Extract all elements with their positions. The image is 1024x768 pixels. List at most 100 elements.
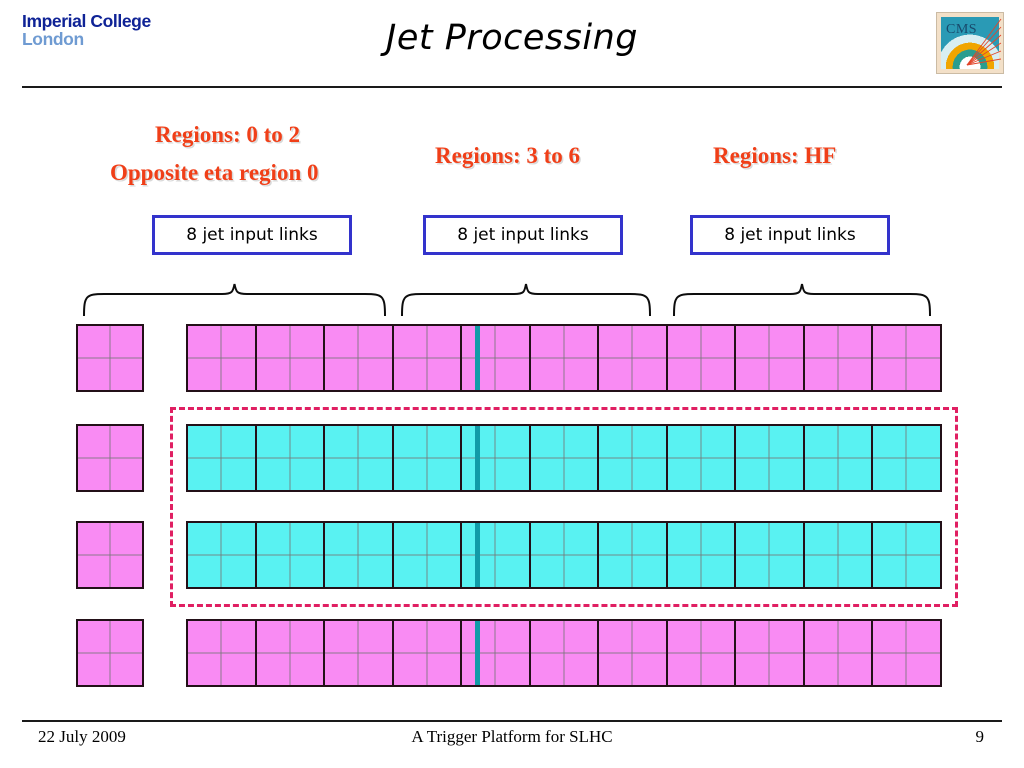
matrix-block bbox=[528, 521, 599, 589]
page-title: Jet Processing bbox=[386, 18, 638, 58]
cell-horizontal-gridline bbox=[736, 554, 803, 556]
teal-vertical-line bbox=[475, 326, 480, 390]
matrix-lead-block-3 bbox=[76, 521, 144, 589]
cell-horizontal-gridline bbox=[873, 357, 940, 359]
cell-horizontal-gridline bbox=[804, 652, 871, 654]
cell-vertical-gridline bbox=[288, 426, 291, 490]
link-box-label: 8 jet input links bbox=[724, 225, 856, 245]
cell-vertical-gridline bbox=[699, 426, 702, 490]
matrix-block bbox=[597, 521, 668, 589]
cell-vertical-gridline bbox=[836, 523, 839, 587]
cell-horizontal-gridline bbox=[325, 652, 392, 654]
cell-vertical-gridline bbox=[494, 523, 497, 587]
cell-vertical-gridline bbox=[494, 326, 497, 390]
cell-horizontal-gridline bbox=[804, 554, 871, 556]
matrix-block bbox=[597, 619, 668, 687]
matrix-block bbox=[460, 619, 531, 687]
matrix-block bbox=[186, 324, 257, 392]
cell-horizontal-gridline bbox=[256, 652, 323, 654]
cell-horizontal-gridline bbox=[462, 457, 529, 459]
matrix-block bbox=[871, 324, 942, 392]
cell-vertical-gridline bbox=[836, 426, 839, 490]
cell-vertical-gridline bbox=[494, 621, 497, 685]
cms-logo-rays bbox=[966, 18, 1002, 66]
cell-vertical-gridline bbox=[836, 326, 839, 390]
cell-vertical-gridline bbox=[357, 523, 360, 587]
cell-horizontal-gridline bbox=[393, 357, 460, 359]
cell-vertical-gridline bbox=[288, 523, 291, 587]
cell-horizontal-gridline bbox=[599, 652, 666, 654]
cell-vertical-gridline bbox=[109, 326, 111, 390]
cell-vertical-gridline bbox=[562, 621, 565, 685]
cell-horizontal-gridline bbox=[804, 357, 871, 359]
cell-vertical-gridline bbox=[109, 621, 111, 685]
cell-horizontal-gridline bbox=[530, 357, 597, 359]
brace-group-3-to-6 bbox=[401, 283, 651, 317]
footer-title: A Trigger Platform for SLHC bbox=[411, 727, 613, 746]
cell-vertical-gridline bbox=[220, 621, 223, 685]
cell-horizontal-gridline bbox=[325, 457, 392, 459]
cell-horizontal-gridline bbox=[256, 554, 323, 556]
cell-horizontal-gridline bbox=[256, 457, 323, 459]
header-divider bbox=[22, 86, 1002, 88]
link-box-group-3-to-6[interactable]: 8 jet input links bbox=[423, 215, 623, 255]
highlight-dashed-region bbox=[170, 407, 958, 607]
cell-horizontal-gridline bbox=[736, 457, 803, 459]
teal-vertical-line bbox=[475, 621, 480, 685]
matrix-block bbox=[734, 521, 805, 589]
matrix-block bbox=[254, 324, 325, 392]
matrix-block bbox=[528, 619, 599, 687]
matrix-block bbox=[802, 424, 873, 492]
imperial-college-line2: London bbox=[22, 29, 84, 50]
footer-page-number: 9 bbox=[975, 727, 985, 746]
cell-horizontal-gridline bbox=[804, 457, 871, 459]
matrix-block bbox=[186, 619, 257, 687]
cell-vertical-gridline bbox=[357, 326, 360, 390]
cell-horizontal-gridline bbox=[256, 357, 323, 359]
cell-vertical-gridline bbox=[631, 326, 634, 390]
cell-horizontal-gridline bbox=[736, 652, 803, 654]
matrix-block bbox=[391, 324, 462, 392]
matrix-block bbox=[802, 324, 873, 392]
matrix-block bbox=[391, 619, 462, 687]
cell-horizontal-gridline bbox=[599, 457, 666, 459]
link-box-label: 8 jet input links bbox=[186, 225, 318, 245]
cell-horizontal-gridline bbox=[393, 457, 460, 459]
cell-horizontal-gridline bbox=[393, 554, 460, 556]
cell-horizontal-gridline bbox=[873, 554, 940, 556]
cell-vertical-gridline bbox=[905, 621, 908, 685]
cell-vertical-gridline bbox=[905, 523, 908, 587]
cell-horizontal-gridline bbox=[530, 554, 597, 556]
link-box-group-0-to-2[interactable]: 8 jet input links bbox=[152, 215, 352, 255]
cell-horizontal-gridline bbox=[393, 652, 460, 654]
cell-vertical-gridline bbox=[768, 326, 771, 390]
cell-vertical-gridline bbox=[288, 621, 291, 685]
cell-horizontal-gridline bbox=[188, 652, 255, 654]
matrix-block bbox=[871, 521, 942, 589]
imperial-college-line1: Imperial College bbox=[22, 11, 151, 31]
cell-horizontal-gridline bbox=[325, 357, 392, 359]
matrix-block bbox=[528, 324, 599, 392]
link-box-group-hf[interactable]: 8 jet input links bbox=[690, 215, 890, 255]
cell-vertical-gridline bbox=[699, 326, 702, 390]
matrix-block bbox=[323, 324, 394, 392]
cell-horizontal-gridline bbox=[188, 554, 255, 556]
matrix-block bbox=[254, 424, 325, 492]
cell-vertical-gridline bbox=[699, 523, 702, 587]
cell-vertical-gridline bbox=[836, 621, 839, 685]
cell-horizontal-gridline bbox=[667, 457, 734, 459]
cell-horizontal-gridline bbox=[78, 457, 142, 459]
cell-horizontal-gridline bbox=[667, 554, 734, 556]
cell-vertical-gridline bbox=[768, 621, 771, 685]
cell-horizontal-gridline bbox=[599, 554, 666, 556]
cell-horizontal-gridline bbox=[873, 652, 940, 654]
matrix-block bbox=[254, 521, 325, 589]
cell-vertical-gridline bbox=[562, 523, 565, 587]
cell-vertical-gridline bbox=[425, 326, 428, 390]
cell-vertical-gridline bbox=[562, 326, 565, 390]
cell-vertical-gridline bbox=[905, 426, 908, 490]
matrix-block bbox=[323, 424, 394, 492]
brace-group-hf bbox=[673, 283, 931, 317]
matrix-block bbox=[871, 619, 942, 687]
cell-vertical-gridline bbox=[220, 426, 223, 490]
